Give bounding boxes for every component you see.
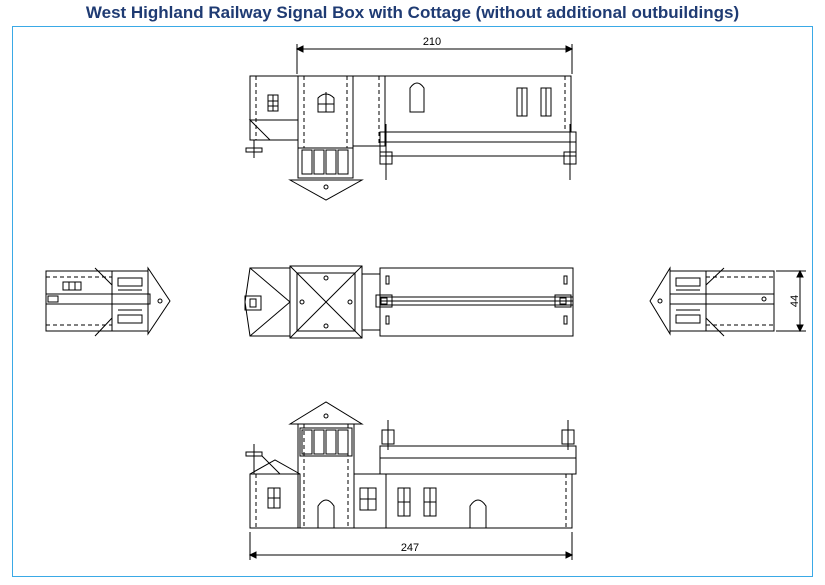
dimension-247-label: 247 bbox=[401, 542, 419, 554]
dimension-44-label: 44 bbox=[789, 295, 801, 307]
dimension-210: 210 bbox=[295, 36, 574, 74]
roof-plan-view bbox=[244, 265, 574, 339]
drawing-frame bbox=[12, 26, 813, 577]
dimension-247: 247 bbox=[248, 532, 574, 560]
dimension-44: 44 bbox=[776, 269, 806, 333]
right-end-view: 44 bbox=[649, 266, 806, 337]
left-end-view bbox=[45, 266, 171, 337]
drawing-title: West Highland Railway Signal Box with Co… bbox=[85, 3, 740, 22]
front-elevation-view: 247 bbox=[245, 401, 577, 560]
top-plan-view: 210 bbox=[245, 36, 577, 201]
dimension-210-label: 210 bbox=[423, 36, 441, 48]
